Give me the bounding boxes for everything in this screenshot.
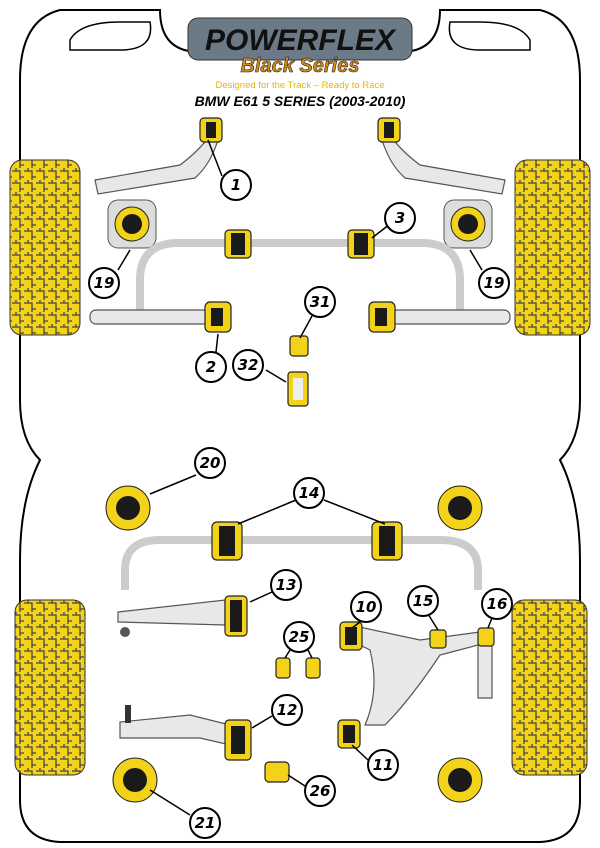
svg-text:13: 13 <box>276 576 297 594</box>
callout-3: 3 <box>384 202 416 234</box>
top-mount-right <box>443 199 493 249</box>
svg-text:Black Series: Black Series <box>241 55 360 77</box>
rear-bush-21-right <box>437 757 483 803</box>
svg-text:Designed for the Track – Ready: Designed for the Track – Ready to Race <box>216 80 385 91</box>
bush-31 <box>289 335 309 357</box>
svg-text:26: 26 <box>310 782 331 800</box>
svg-text:21: 21 <box>195 814 216 832</box>
svg-text:31: 31 <box>310 293 331 311</box>
callout-21: 21 <box>189 807 221 839</box>
headlight-right <box>448 21 531 51</box>
headlight-left <box>69 21 152 51</box>
rear-anti-roll-bar <box>121 536 482 590</box>
page-title: BMW E61 5 SERIES (2003-2010) <box>195 93 406 109</box>
svg-text:10: 10 <box>356 598 377 616</box>
svg-text:3: 3 <box>395 209 405 227</box>
rear-bush-20 <box>105 485 151 531</box>
car-body-outline <box>19 9 581 843</box>
powerflex-logo: POWERFLEX Black Series Designed for the … <box>187 17 413 91</box>
front-lower-arm-right <box>384 309 511 325</box>
svg-text:20: 20 <box>200 454 221 472</box>
callout-14: 14 <box>293 477 325 509</box>
callout-2: 2 <box>195 351 227 383</box>
callout-16: 16 <box>481 588 513 620</box>
svg-text:POWERFLEX: POWERFLEX <box>205 24 397 57</box>
callout-25: 25 <box>283 621 315 653</box>
svg-text:32: 32 <box>238 356 259 374</box>
svg-text:16: 16 <box>487 595 508 613</box>
tyre-front-left <box>9 159 81 336</box>
svg-text:1: 1 <box>231 176 241 194</box>
front-anti-roll-bar <box>136 239 464 310</box>
leader-lines <box>117 139 493 816</box>
callout-26: 26 <box>304 775 336 807</box>
rear-bush-21-left <box>112 757 158 803</box>
callout-31: 31 <box>304 286 336 318</box>
callout-10: 10 <box>350 591 382 623</box>
svg-text:2: 2 <box>206 358 216 376</box>
callout-12: 12 <box>271 694 303 726</box>
callout-32: 32 <box>232 349 264 381</box>
svg-text:15: 15 <box>413 592 434 610</box>
rear-trailing-arm <box>119 714 231 746</box>
callout-11: 11 <box>367 749 399 781</box>
svg-text:14: 14 <box>299 484 320 502</box>
front-lower-arm-left <box>89 309 216 325</box>
svg-text:11: 11 <box>373 756 394 774</box>
top-mount-left <box>107 199 157 249</box>
rear-upper-arm <box>117 599 226 626</box>
callout-15: 15 <box>407 585 439 617</box>
svg-text:19: 19 <box>484 274 505 292</box>
callout-19-right: 19 <box>478 267 510 299</box>
bush-26 <box>264 761 290 783</box>
svg-text:12: 12 <box>277 701 298 719</box>
callout-19-left: 19 <box>88 267 120 299</box>
rear-wishbone <box>349 624 493 726</box>
rear-bush-20-right <box>437 485 483 531</box>
callout-1: 1 <box>220 169 252 201</box>
svg-text:25: 25 <box>289 628 310 646</box>
front-arm-right <box>381 134 506 195</box>
front-arm-left <box>94 134 219 195</box>
tyre-rear-right <box>511 599 588 776</box>
tyre-front-right <box>514 159 591 336</box>
callout-13: 13 <box>270 569 302 601</box>
tyre-rear-left <box>14 599 86 776</box>
callout-20: 20 <box>194 447 226 479</box>
svg-text:19: 19 <box>94 274 115 292</box>
